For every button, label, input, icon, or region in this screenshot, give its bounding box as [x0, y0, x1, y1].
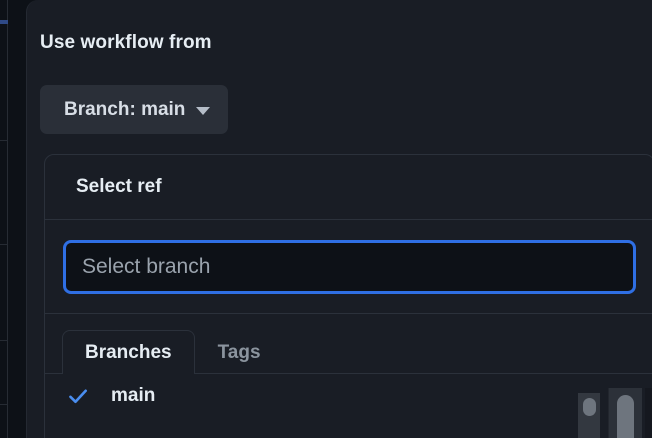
tab-tags-label: Tags — [217, 341, 261, 363]
background-page — [0, 0, 26, 438]
chevron-down-icon — [196, 106, 211, 115]
background-divider — [0, 404, 8, 405]
background-accent-bar — [0, 20, 8, 24]
run-workflow-dialog: Use workflow from Branch: main Select re… — [26, 0, 652, 438]
select-ref-panel: Select ref Branches Tags main — [44, 154, 652, 438]
tab-branches[interactable]: Branches — [62, 330, 195, 375]
select-ref-title: Select ref — [76, 176, 162, 197]
branch-list: main — [45, 374, 652, 418]
background-vertical-rule — [7, 0, 8, 438]
background-divider — [0, 140, 8, 141]
list-item[interactable]: main — [45, 374, 652, 418]
list-item-label: main — [111, 385, 156, 406]
tab-branches-label: Branches — [85, 341, 172, 363]
background-divider — [0, 244, 8, 245]
branch-selector-label: Branch: main — [64, 98, 186, 120]
dialog-title: Use workflow from — [40, 32, 212, 53]
branch-selector-button[interactable]: Branch: main — [40, 85, 229, 134]
branch-list-scrollbar-thumb[interactable] — [583, 398, 596, 416]
select-ref-search-container — [45, 220, 652, 314]
page-scrollbar[interactable] — [608, 388, 642, 438]
ref-type-tabs: Branches Tags — [45, 330, 652, 375]
page-scrollbar-edge — [645, 388, 652, 438]
tab-tags[interactable]: Tags — [195, 330, 284, 374]
page-scrollbar-thumb[interactable] — [617, 395, 634, 438]
check-icon — [69, 389, 88, 404]
branch-search-input[interactable] — [63, 240, 636, 294]
background-divider — [0, 340, 8, 341]
select-ref-header: Select ref — [45, 155, 652, 220]
branch-list-scrollbar[interactable] — [578, 393, 600, 438]
